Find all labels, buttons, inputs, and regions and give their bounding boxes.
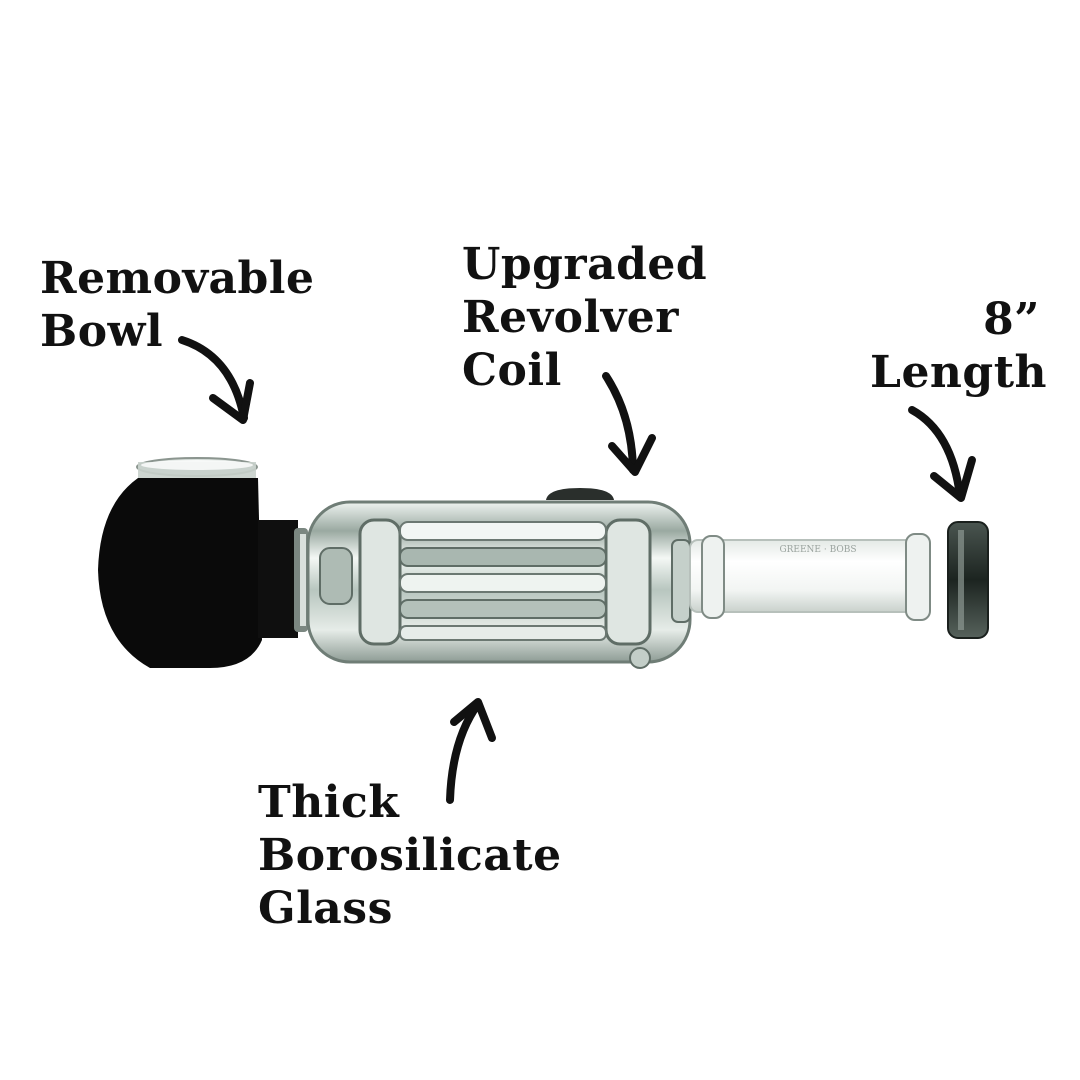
curved-arrow-icon (908, 406, 976, 502)
callout-removable-bowl: Removable Bowl (40, 252, 315, 358)
callout-text: Length (870, 347, 1048, 398)
callout-text: Removable (40, 253, 315, 304)
curved-arrow-icon (602, 372, 656, 476)
callout-text: Thick (258, 777, 400, 828)
end-cap (947, 521, 989, 639)
callout-text: Borosilicate (258, 830, 562, 881)
callout-text: Revolver (462, 292, 679, 343)
callout-text: 8” (983, 294, 1040, 345)
engraving-text: GREENE · BOBS (779, 545, 856, 555)
callout-text: Upgraded (462, 239, 708, 290)
callout-revolver-coil: Upgraded Revolver Coil (462, 238, 707, 397)
callout-text: Coil (462, 345, 562, 396)
callout-text: Bowl (40, 306, 164, 357)
callout-borosilicate-glass: Thick Borosilicate Glass (258, 776, 562, 935)
mouthpiece-tube: GREENE · BOBS (689, 533, 931, 621)
bowl (98, 457, 298, 668)
callout-length: 8” Length (870, 293, 1048, 399)
bowl-joint (294, 528, 308, 632)
coil-chamber (306, 488, 692, 669)
curved-arrow-icon (178, 336, 254, 424)
callout-text: Glass (258, 883, 393, 934)
curved-arrow-icon (446, 698, 496, 804)
